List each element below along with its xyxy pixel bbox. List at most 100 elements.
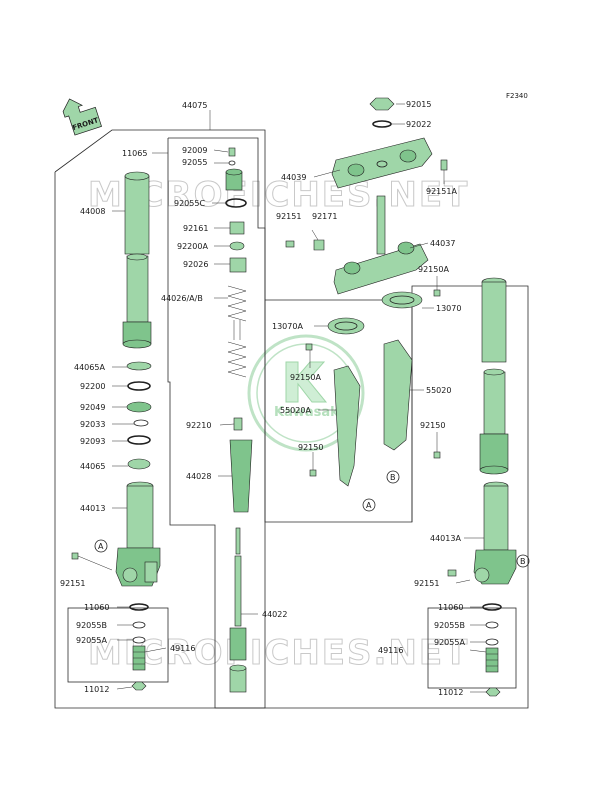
- part-92171: [313, 239, 325, 251]
- label-92150a-mid: 92150A: [290, 373, 321, 382]
- inner-tube-left: [115, 481, 161, 587]
- cartridge-frame: [167, 137, 266, 709]
- label-11012-left: 11012: [84, 685, 109, 694]
- label-49116-right: 49116: [378, 646, 403, 655]
- label-44037: 44037: [430, 239, 455, 248]
- label-92093: 92093: [80, 437, 105, 446]
- part-11060-right: [482, 603, 502, 611]
- label-13070: 13070: [436, 304, 461, 313]
- bolt-92151a: [440, 159, 448, 171]
- part-92055-small: [228, 160, 236, 166]
- part-92022: [372, 120, 392, 128]
- label-55020a: 55020A: [280, 406, 311, 415]
- part-92055b-left: [132, 621, 146, 629]
- kawasaki-logo: Kawasaki: [247, 334, 365, 452]
- ref-b-right-label: B: [520, 557, 526, 566]
- label-11012-right: 11012: [438, 688, 463, 697]
- bolt-92150-mid: [309, 469, 317, 477]
- bolt-92151-top: [285, 240, 295, 248]
- damper-rod-44022: [229, 527, 247, 693]
- part-92093: [127, 435, 151, 445]
- fork-guard-55020a: [333, 365, 361, 487]
- label-92055a-left: 92055A: [76, 636, 107, 645]
- label-92151-right: 92151: [414, 579, 439, 588]
- part-92009: [228, 147, 236, 157]
- label-92022: 92022: [406, 120, 431, 129]
- ref-b-mid-label: B: [390, 473, 396, 482]
- part-fork-cap: [225, 168, 243, 191]
- ref-b-right: [516, 554, 530, 568]
- watermark-bottom: MICROFICHES.NET: [88, 633, 469, 673]
- part-92055a-right: [485, 638, 499, 646]
- ref-a-left-label: A: [98, 542, 104, 551]
- part-92033: [133, 419, 149, 427]
- label-44028: 44028: [186, 472, 211, 481]
- label-92150-mid: 92150: [298, 443, 323, 452]
- label-55020: 55020: [426, 386, 451, 395]
- bolt-92151-left: [71, 552, 113, 571]
- fork-spring: [227, 285, 247, 378]
- part-92200: [127, 381, 151, 391]
- label-44022: 44022: [262, 610, 287, 619]
- leader-lines: [112, 103, 487, 693]
- label-11060-right: 11060: [438, 603, 463, 612]
- part-92200a: [229, 241, 245, 251]
- part-44028: [229, 439, 253, 513]
- label-92055: 92055: [182, 158, 207, 167]
- part-11012-right: [485, 687, 501, 697]
- ref-a-mid-label: A: [366, 501, 372, 510]
- part-44065: [127, 458, 151, 470]
- part-92055b-right: [485, 621, 499, 629]
- label-92161: 92161: [183, 224, 208, 233]
- bolt-92150-right: [433, 451, 441, 459]
- outer-tube-right: [479, 277, 509, 475]
- label-44075: 44075: [182, 101, 207, 110]
- outer-tube-left: [122, 171, 152, 349]
- label-92055b-right: 92055B: [434, 621, 465, 630]
- label-92151a: 92151A: [426, 187, 457, 196]
- label-44026ab: 44026/A/B: [161, 294, 203, 303]
- part-92210: [233, 417, 243, 431]
- label-92200a: 92200A: [177, 242, 208, 251]
- label-92055b-left: 92055B: [76, 621, 107, 630]
- bolt-92151-right: [447, 569, 457, 577]
- label-44013: 44013: [80, 504, 105, 513]
- label-92150-right: 92150: [420, 421, 445, 430]
- upper-triple-clamp-44039: [331, 137, 433, 189]
- bolt-92150a-top: [433, 289, 441, 297]
- label-92015: 92015: [406, 100, 431, 109]
- part-11060-left: [129, 603, 149, 611]
- label-92210: 92210: [186, 421, 211, 430]
- ref-a-mid: [362, 498, 376, 512]
- label-49116-left: 49116: [170, 644, 195, 653]
- part-92015: [369, 97, 395, 111]
- part-44065a: [126, 361, 152, 371]
- part-49116-right: [485, 647, 499, 673]
- part-92026: [229, 257, 247, 273]
- diagram-code: F2340: [506, 92, 528, 100]
- label-92171: 92171: [312, 212, 337, 221]
- label-92049: 92049: [80, 403, 105, 412]
- label-44039: 44039: [281, 173, 306, 182]
- fork-guard-55020: [383, 339, 413, 451]
- label-92009: 92009: [182, 146, 207, 155]
- label-92055c: 92055C: [174, 199, 205, 208]
- steering-stem-44037: [333, 195, 429, 295]
- part-92161: [229, 221, 245, 235]
- label-92151-top: 92151: [276, 212, 301, 221]
- label-92033: 92033: [80, 420, 105, 429]
- clamp-13070a: [327, 317, 365, 335]
- label-44065: 44065: [80, 462, 105, 471]
- label-11065: 11065: [122, 149, 147, 158]
- ref-b-mid: [386, 470, 400, 484]
- part-labels: 44075 11065 92009 92055 44008 92055C 921…: [60, 100, 465, 697]
- label-92055a-right: 92055A: [434, 638, 465, 647]
- bolt-92150a-mid: [305, 343, 313, 351]
- part-49116-left: [132, 645, 146, 671]
- left-bottom-box: [67, 607, 169, 683]
- label-44065a: 44065A: [74, 363, 105, 372]
- inner-tube-right: [473, 481, 517, 585]
- ref-a-left: [94, 539, 108, 553]
- label-92151-left: 92151: [60, 579, 85, 588]
- label-44008: 44008: [80, 207, 105, 216]
